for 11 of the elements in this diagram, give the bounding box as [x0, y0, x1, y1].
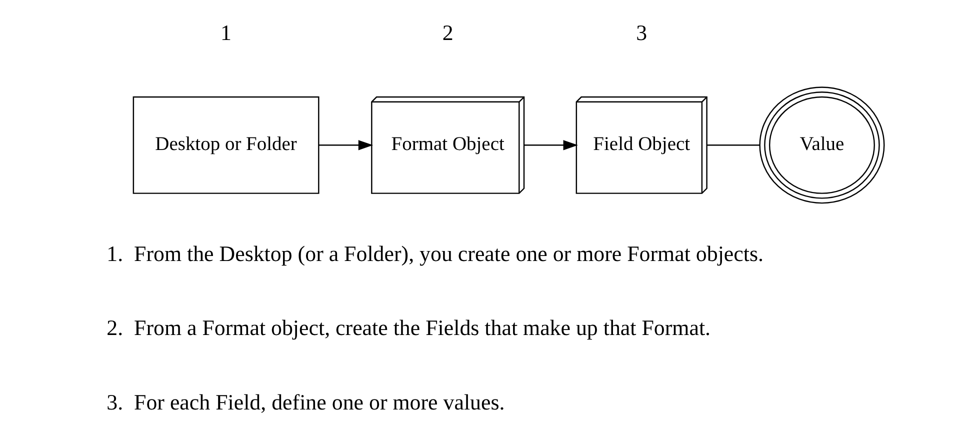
arrow: [318, 140, 373, 150]
label: 2. From a Format object, create the Fields that make up that Format.: [106, 315, 710, 340]
node-box: Desktop or Folder: [132, 96, 319, 194]
connector: [706, 144, 760, 146]
label: 1. From the Desktop (or a Folder), you create one or more Format objects.: [106, 240, 764, 266]
label: 3: [636, 20, 647, 46]
node-circle: Value: [758, 86, 884, 204]
label: 3. For each Field, define one or more values.: [106, 389, 504, 414]
arrow: [524, 140, 578, 150]
label: 2: [442, 20, 453, 46]
label: 1: [220, 20, 232, 46]
